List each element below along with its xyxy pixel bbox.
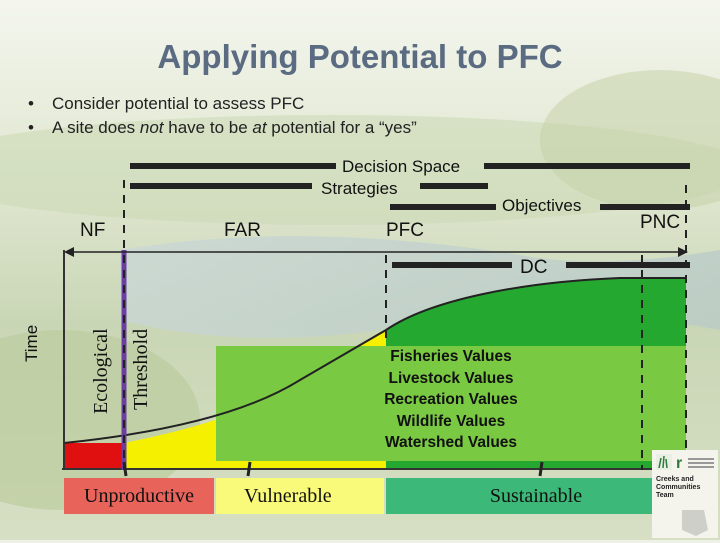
arrow-left — [64, 247, 74, 257]
nf-label: NF — [80, 220, 106, 241]
bullet-text: A site does — [52, 118, 140, 137]
threshold-label: Threshold — [130, 328, 152, 410]
ecological-label: Ecological — [90, 328, 112, 414]
tick-mark — [122, 461, 128, 477]
creeks-communities-logo: r Creeks and Communities Team — [652, 450, 718, 538]
bullet-list: •Consider potential to assess PFC •A sit… — [28, 92, 417, 140]
sustainable-box — [386, 478, 686, 514]
values-box — [216, 346, 686, 461]
arrow-right — [678, 247, 688, 257]
bullet-text: have to be — [163, 118, 253, 137]
far-label: FAR — [224, 220, 261, 241]
bullet-item: •A site does not have to be at potential… — [28, 118, 417, 137]
bullet-text: potential for a “yes” — [266, 118, 417, 137]
bullet-text: at — [252, 118, 267, 137]
dc-label: DC — [520, 257, 548, 278]
objectives-label: Objectives — [502, 196, 582, 215]
logo-emblem-icon: r — [652, 450, 718, 538]
page-title: Applying Potential to PFC — [157, 38, 563, 75]
decision-space-label: Decision Space — [342, 157, 461, 176]
vulnerable-box — [216, 478, 384, 514]
values-list: Fisheries Values Livestock Values Recrea… — [216, 346, 686, 454]
value-item: Wildlife Values — [396, 412, 506, 430]
svg-text:r: r — [676, 455, 682, 472]
unproductive-box — [64, 478, 214, 514]
time-axis-label: Time — [22, 324, 41, 362]
value-item: Livestock Values — [388, 369, 514, 387]
bullet-item: •Consider potential to assess PFC — [28, 94, 305, 113]
logo-line: Communities — [656, 484, 701, 491]
tick-mark — [246, 461, 252, 477]
sustainable-label: Sustainable — [489, 484, 583, 507]
logo-line: Team — [656, 492, 674, 499]
pnc-label: PNC — [640, 212, 681, 233]
bullet-text: Consider potential to assess PFC — [52, 94, 305, 113]
red-zone — [64, 443, 124, 468]
tick-mark — [538, 461, 544, 477]
value-item: Fisheries Values — [390, 348, 512, 365]
value-item: Recreation Values — [384, 391, 518, 408]
bullet-text: not — [139, 118, 164, 137]
pfc-label: PFC — [386, 220, 424, 241]
unproductive-label: Unproductive — [84, 484, 194, 507]
value-item: Watershed Values — [384, 434, 518, 451]
vulnerable-label: Vulnerable — [244, 484, 332, 507]
logo-line: Creeks and — [656, 476, 694, 483]
strategies-label: Strategies — [321, 179, 398, 198]
